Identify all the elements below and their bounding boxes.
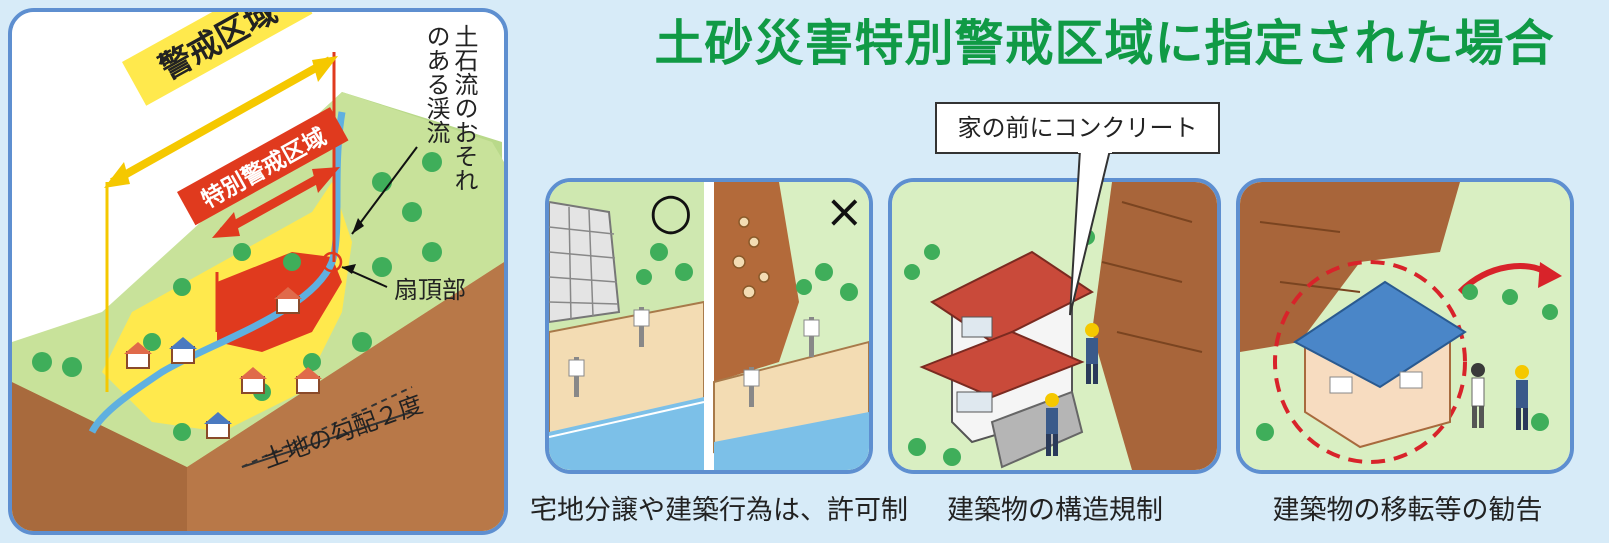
- scene-structure: [888, 178, 1221, 474]
- terrain-illustration: [12, 12, 504, 531]
- scene-relocation: [1236, 178, 1574, 474]
- stream-label-line1: 土石流のおそれ: [450, 24, 478, 192]
- callout-pointer: [1069, 150, 1112, 316]
- caption-structure: 建築物の構造規制: [947, 495, 1163, 526]
- bad-mark: ×: [825, 184, 864, 238]
- permit-illustration: [549, 182, 869, 470]
- good-mark: ○: [649, 182, 693, 240]
- stream-label-line2: のある渓流: [422, 24, 450, 144]
- fan-apex-label: 扇頂部: [394, 276, 466, 304]
- callout-box: 家の前にコンクリート: [935, 102, 1220, 154]
- relocation-illustration: [1240, 182, 1570, 470]
- page-title: 土砂災害特別警戒区域に指定された場合: [654, 15, 1555, 72]
- scene-permit: ○ ×: [545, 178, 873, 474]
- caption-permit: 宅地分譲や建築行為は、許可制: [530, 495, 908, 526]
- warning-zone-diagram: 警戒区域 特別警戒区域 土石流のおそれ のある渓流 扇頂部 土地の勾配２度: [8, 8, 508, 535]
- caption-relocation: 建築物の移転等の勧告: [1272, 495, 1543, 526]
- structure-illustration: [892, 182, 1217, 470]
